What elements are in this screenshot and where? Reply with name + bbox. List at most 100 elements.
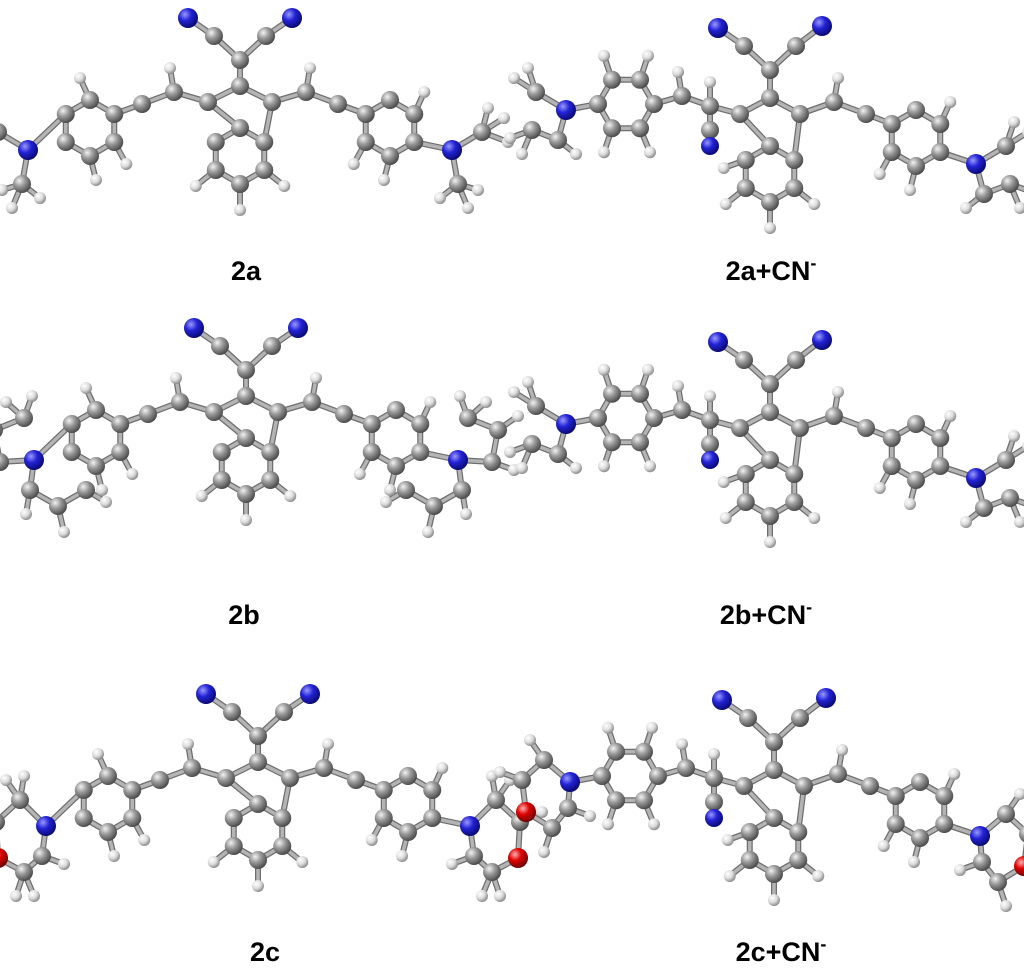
- hydrogen-atom: [189, 180, 202, 192]
- carbon-atom: [231, 77, 249, 95]
- carbon-atom: [257, 27, 275, 45]
- carbon-atom: [105, 133, 124, 151]
- carbon-atom: [453, 481, 471, 499]
- nitrogen-atom: [812, 330, 832, 350]
- atom-layer: [504, 16, 1024, 234]
- hydrogen-atom: [719, 198, 732, 210]
- panel-label-2a: 2a: [230, 256, 262, 286]
- carbon-atom: [81, 147, 99, 165]
- carbon-atom: [765, 865, 783, 883]
- carbon-atom: [735, 777, 753, 795]
- carbon-atom: [62, 443, 81, 461]
- carbon-atom: [740, 851, 759, 869]
- carbon-atom: [249, 727, 267, 745]
- carbon-atom: [237, 429, 255, 447]
- carbon-atom: [787, 37, 805, 55]
- hydrogen-atom: [717, 162, 730, 174]
- atom-layer: [0, 8, 514, 216]
- hydrogen-atom: [723, 870, 736, 882]
- carbon-atom: [513, 771, 531, 789]
- carbon-atom: [989, 873, 1007, 891]
- panel-label-2c-cn: 2c+CN-: [735, 934, 827, 967]
- carbon-atom: [21, 481, 39, 499]
- carbon-atom: [74, 781, 93, 799]
- carbon-atom: [224, 837, 243, 855]
- carbon-atom: [273, 809, 292, 827]
- hydrogen-atom: [28, 890, 40, 902]
- carbon-atom: [183, 759, 201, 777]
- nitrogen-atom: [812, 16, 832, 36]
- hydrogen-atom: [396, 850, 408, 862]
- carbon-atom: [791, 709, 809, 727]
- carbon-atom: [765, 761, 783, 779]
- carbon-atom: [761, 193, 779, 211]
- hydrogen-atom: [522, 62, 534, 74]
- hydrogen-atom: [347, 158, 360, 170]
- hydrogen-atom: [1014, 202, 1024, 214]
- carbon-atom: [631, 433, 649, 452]
- hydrogen-atom: [764, 222, 776, 234]
- carbon-atom: [0, 453, 9, 471]
- carbon-atom: [231, 119, 249, 137]
- hydrogen-atom: [0, 184, 8, 196]
- carbon-atom: [882, 115, 901, 133]
- carbon-atom: [701, 435, 719, 453]
- hydrogen-atom: [808, 198, 821, 210]
- hydrogen-atom: [436, 762, 449, 774]
- carbon-atom: [731, 105, 749, 123]
- carbon-atom: [649, 767, 667, 785]
- carbon-atom: [99, 823, 117, 841]
- hydrogen-atom: [602, 818, 614, 831]
- carbon-atom: [206, 161, 225, 179]
- hydrogen-atom: [708, 748, 720, 760]
- hydrogen-atom: [646, 721, 658, 734]
- oxygen-atom: [508, 848, 528, 868]
- carbon-atom: [87, 457, 105, 475]
- carbon-atom: [701, 411, 719, 429]
- carbon-atom: [335, 405, 353, 423]
- hydrogen-atom: [1014, 516, 1024, 528]
- hydrogen-atom: [904, 498, 916, 510]
- atom-layer: [0, 684, 548, 902]
- hydrogen-atom: [504, 446, 516, 458]
- hydrogen-atom: [26, 390, 38, 402]
- carbon-atom: [973, 853, 991, 871]
- hydrogen-atom: [904, 184, 916, 196]
- carbon-atom: [139, 405, 157, 423]
- carbon-atom: [303, 393, 321, 411]
- carbon-atom: [731, 419, 749, 437]
- carbon-atom: [785, 179, 804, 197]
- hydrogen-atom: [584, 810, 596, 822]
- carbon-atom: [559, 799, 577, 817]
- carbon-atom: [975, 499, 993, 517]
- hydrogen-atom: [462, 202, 474, 214]
- carbon-atom: [15, 863, 33, 881]
- carbon-atom: [607, 791, 625, 810]
- hydrogen-atom: [353, 468, 366, 480]
- carbon-atom: [631, 119, 649, 138]
- hydrogen-atom: [460, 508, 472, 520]
- hydrogen-atom: [252, 880, 264, 892]
- carbon-atom: [523, 435, 541, 453]
- carbon-atom: [911, 829, 929, 847]
- hydrogen-atom: [418, 86, 431, 98]
- carbon-atom: [465, 847, 483, 865]
- nitrogen-atom: [705, 809, 723, 827]
- hydrogen-atom: [384, 484, 396, 496]
- hydrogen-atom: [424, 396, 437, 408]
- hydrogen-atom: [877, 840, 890, 852]
- hydrogen-atom: [538, 846, 550, 858]
- carbon-atom: [425, 497, 443, 515]
- hydrogen-atom: [504, 132, 516, 144]
- carbon-atom: [105, 105, 124, 123]
- hydrogen-atom: [126, 468, 139, 480]
- hydrogen-atom: [672, 380, 684, 392]
- hydrogen-atom: [480, 396, 492, 408]
- hydrogen-atom: [954, 864, 966, 876]
- hydrogen-atom: [644, 146, 656, 159]
- hydrogen-atom: [644, 460, 656, 473]
- carbon-atom: [549, 445, 567, 463]
- carbon-atom: [297, 83, 315, 101]
- hydrogen-atom: [648, 818, 660, 831]
- carbon-atom: [399, 767, 417, 785]
